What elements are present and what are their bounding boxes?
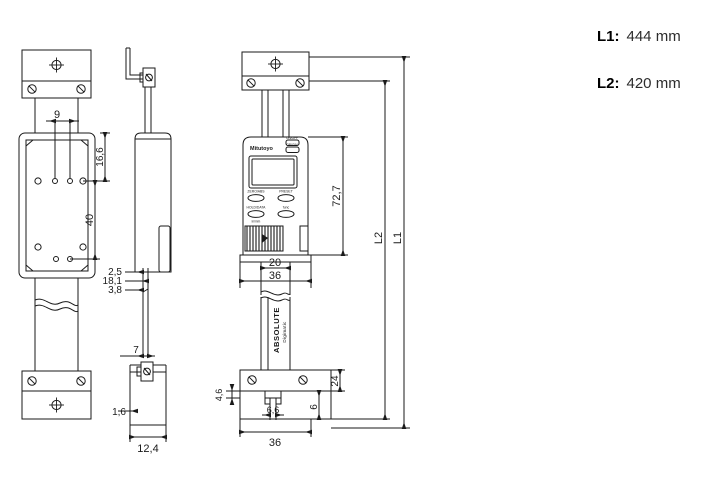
hold-data-button-label[interactable]: HOLD/DATA: [247, 206, 267, 210]
dim-12-4-geometry: [129, 425, 167, 442]
dim-9-geometry: [46, 118, 79, 178]
dim-20-label: 20: [269, 257, 281, 269]
dim-40-geometry: [70, 180, 100, 260]
mitutoyo-brand-label: Mitutoyo: [250, 146, 274, 152]
dim-40-label: 40: [84, 214, 96, 226]
dim-l2-geometry: [309, 80, 390, 420]
dim-side-stack-geometry: [125, 268, 149, 295]
dim-16-6-label: 16,6: [95, 147, 106, 167]
zero-abs-button-label[interactable]: ZERO/ABS: [247, 190, 265, 194]
dim-1-6-geometry: [118, 405, 138, 418]
dim-l1-label: L1: [392, 232, 404, 244]
spec-key-l1: L1:: [597, 28, 620, 45]
dim-18-1-label: 18,1: [103, 276, 123, 287]
dim-6-6-geometry: [262, 404, 284, 420]
on-off-button-label[interactable]: ON/OFF: [286, 136, 298, 140]
dim-l1-geometry: [309, 56, 410, 429]
dim-7-label: 7: [133, 345, 139, 356]
dim-12-4-label: 12,4: [137, 443, 158, 455]
dim-1-6-label: 1,6: [112, 407, 126, 418]
spec-value-l1: 444 mm: [626, 28, 681, 45]
dim-4-6-geometry: [226, 384, 240, 405]
dim-36-upper-label: 36: [269, 270, 281, 282]
dim-9-label: 9: [54, 109, 60, 121]
side-view-geometry: [125, 47, 172, 426]
dim-4-6-label: 4,6: [214, 389, 224, 402]
dim-36-upper-geometry: [239, 262, 312, 288]
front-view-geometry: [18, 49, 96, 420]
dim-36-lower-label: 36: [269, 437, 281, 449]
digimatic-body-label: Digimatic: [282, 321, 287, 343]
dim-2-5-label: 2,5: [108, 267, 122, 278]
spec-row-l2: L2: 420 mm: [597, 75, 717, 92]
dim-36-lower-geometry: [239, 419, 312, 437]
spec-value-l2: 420 mm: [626, 75, 681, 92]
spec-key-l2: L2:: [597, 75, 620, 92]
dim-24-label: 24: [330, 375, 341, 387]
spec-row-l1: L1: 444 mm: [597, 28, 717, 45]
spec-panel: L1: 444 mm L2: 420 mm: [597, 28, 717, 122]
dim-6-label: 6: [309, 404, 320, 410]
dim-24-geometry: [331, 369, 345, 392]
dim-6-geometry: [311, 390, 325, 420]
dim-3-8-label: 3,8: [108, 285, 122, 296]
preset-button-label[interactable]: PRESET: [279, 190, 293, 194]
origin-button-label[interactable]: ORIGIN: [286, 143, 298, 147]
in-mm-button-label[interactable]: in/mm: [252, 220, 261, 224]
dim-6-6-label: 6,6: [267, 405, 280, 415]
absolute-body-label: ABSOLUTE: [272, 307, 281, 353]
dim-l2-label: L2: [373, 232, 385, 244]
dim-72-7-label: 72,7: [331, 185, 343, 206]
main-view-geometry: [239, 51, 332, 420]
dim-72-7-geometry: [308, 136, 348, 256]
function-button-label[interactable]: func: [283, 206, 290, 210]
